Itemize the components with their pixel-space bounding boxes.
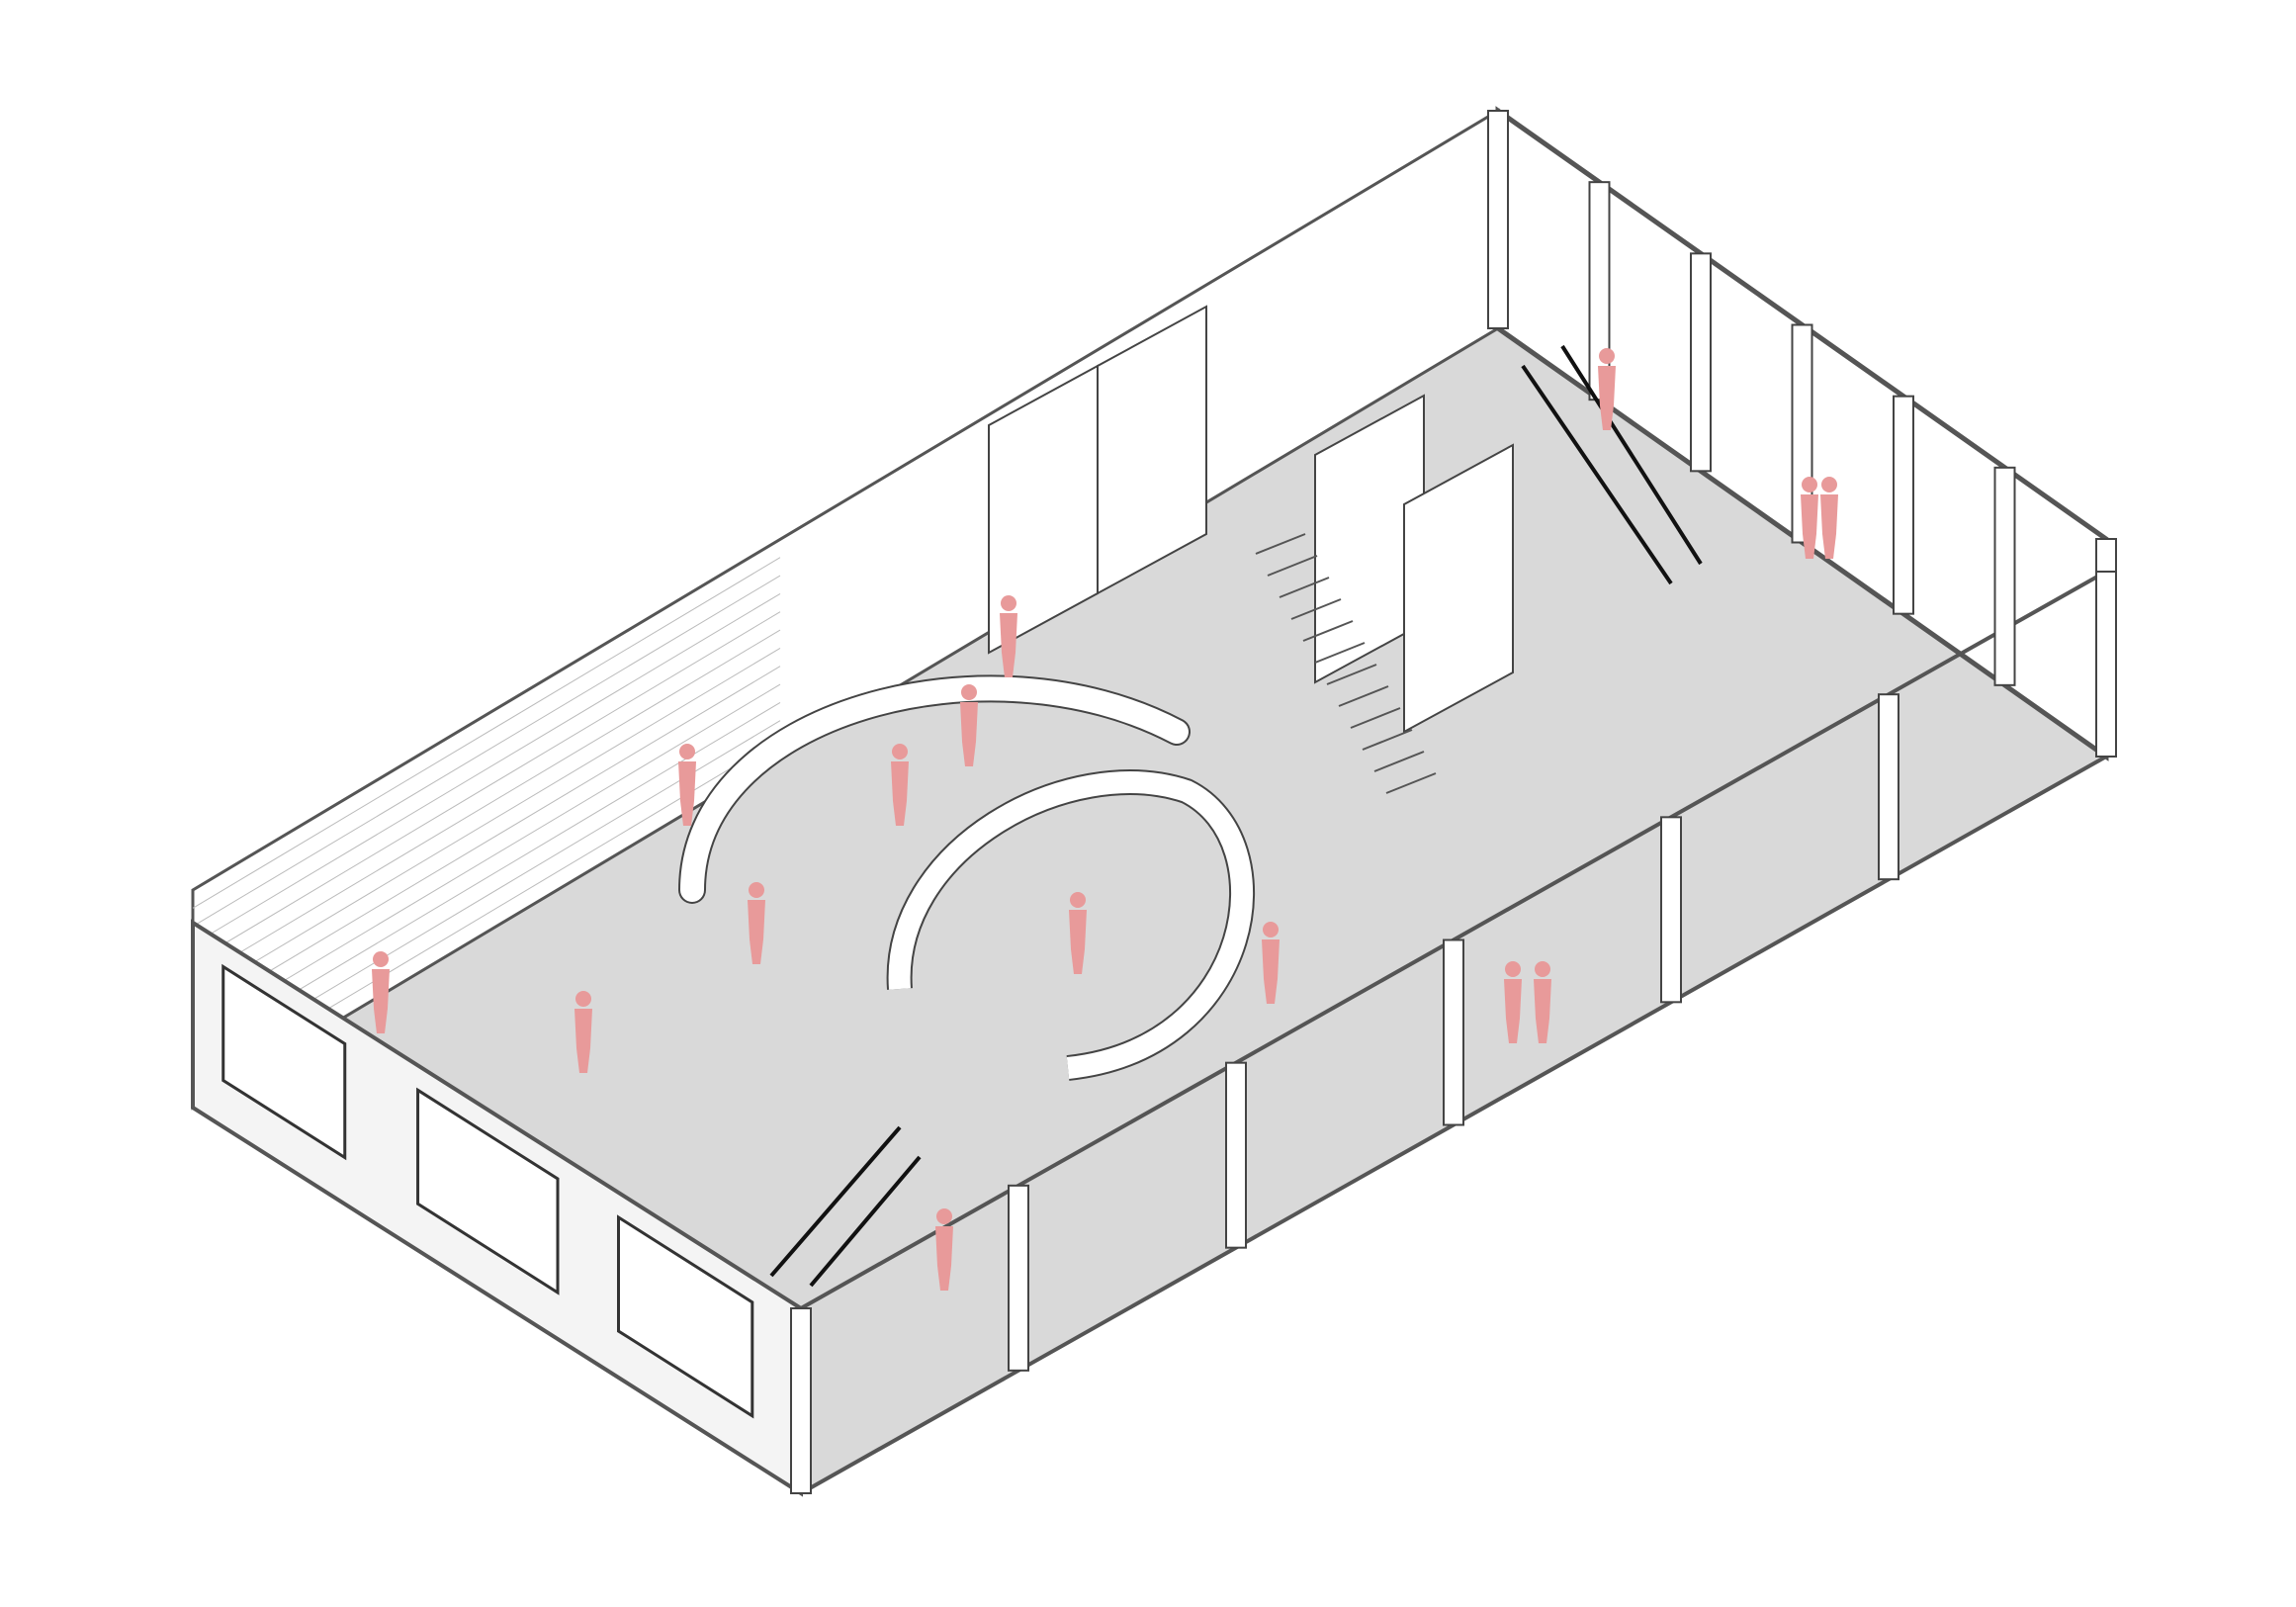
person-figure	[574, 1009, 592, 1073]
brick-course	[192, 611, 781, 963]
interior-partition	[1097, 305, 1207, 595]
stair-tread	[1302, 620, 1354, 642]
stair-tread	[1373, 751, 1425, 772]
window	[617, 1214, 754, 1419]
person-head	[1070, 892, 1086, 908]
window	[416, 1087, 560, 1295]
curved-bench-top	[680, 676, 1189, 902]
brick-course	[192, 683, 781, 1036]
person-figure	[960, 702, 978, 766]
person-head	[1599, 348, 1615, 364]
person-figure	[1820, 494, 1838, 559]
column	[1225, 1061, 1247, 1249]
brick-course	[192, 629, 781, 982]
person-head	[373, 951, 389, 967]
stair-tread	[1326, 664, 1377, 685]
column	[1008, 1184, 1029, 1372]
window	[221, 963, 347, 1161]
person-figure	[1504, 979, 1522, 1043]
floor	[193, 328, 2106, 1493]
person-head	[1535, 961, 1550, 977]
stair-tread	[1279, 577, 1330, 598]
brick-course	[192, 666, 781, 1018]
column	[1893, 395, 1914, 615]
brick-course	[192, 557, 781, 909]
person-head	[575, 991, 591, 1007]
stair-tread	[1338, 685, 1389, 707]
column	[1443, 938, 1464, 1126]
interior-partition	[1403, 443, 1514, 734]
floor-slab	[193, 328, 2106, 1493]
person-figure	[1801, 494, 1818, 559]
column	[1660, 816, 1682, 1004]
stair-tread	[1350, 707, 1401, 729]
person-figure	[1598, 366, 1616, 430]
stair-tread	[1290, 598, 1342, 620]
person-head	[961, 684, 977, 700]
person-head	[1821, 477, 1837, 492]
column	[790, 1307, 812, 1494]
person-figure	[935, 1226, 953, 1291]
column	[1487, 110, 1509, 329]
person-figure	[748, 900, 765, 964]
brick-course	[192, 647, 781, 1000]
person-figure	[678, 761, 696, 826]
stair-handrails	[769, 344, 1703, 1288]
brick-course	[192, 592, 781, 945]
person-head	[936, 1208, 952, 1224]
furniture	[678, 305, 1703, 1288]
person-head	[679, 744, 695, 759]
stair-tread	[1255, 533, 1306, 555]
person-head	[892, 744, 908, 759]
brick-course	[192, 575, 781, 928]
stair-tread	[1385, 772, 1437, 794]
person-figure	[1534, 979, 1551, 1043]
person-head	[1001, 595, 1016, 611]
stair-tread	[1314, 642, 1366, 664]
person-figure	[1000, 613, 1017, 677]
person-figure	[891, 761, 909, 826]
person-head	[1802, 477, 1817, 492]
curved-counter-top	[888, 771, 1253, 1079]
column	[2095, 571, 2117, 758]
person-figure	[1069, 910, 1087, 974]
column	[1993, 466, 2016, 686]
stair-tread	[1362, 729, 1413, 751]
column	[1878, 693, 1899, 881]
person-head	[1505, 961, 1521, 977]
column	[1588, 181, 1611, 402]
person-figure	[372, 969, 390, 1033]
person-figure	[1262, 939, 1280, 1004]
person-head	[749, 882, 764, 898]
person-head	[1263, 922, 1279, 937]
people-figures	[372, 348, 1838, 1291]
column	[1690, 252, 1712, 473]
stair-tread	[1267, 555, 1318, 577]
